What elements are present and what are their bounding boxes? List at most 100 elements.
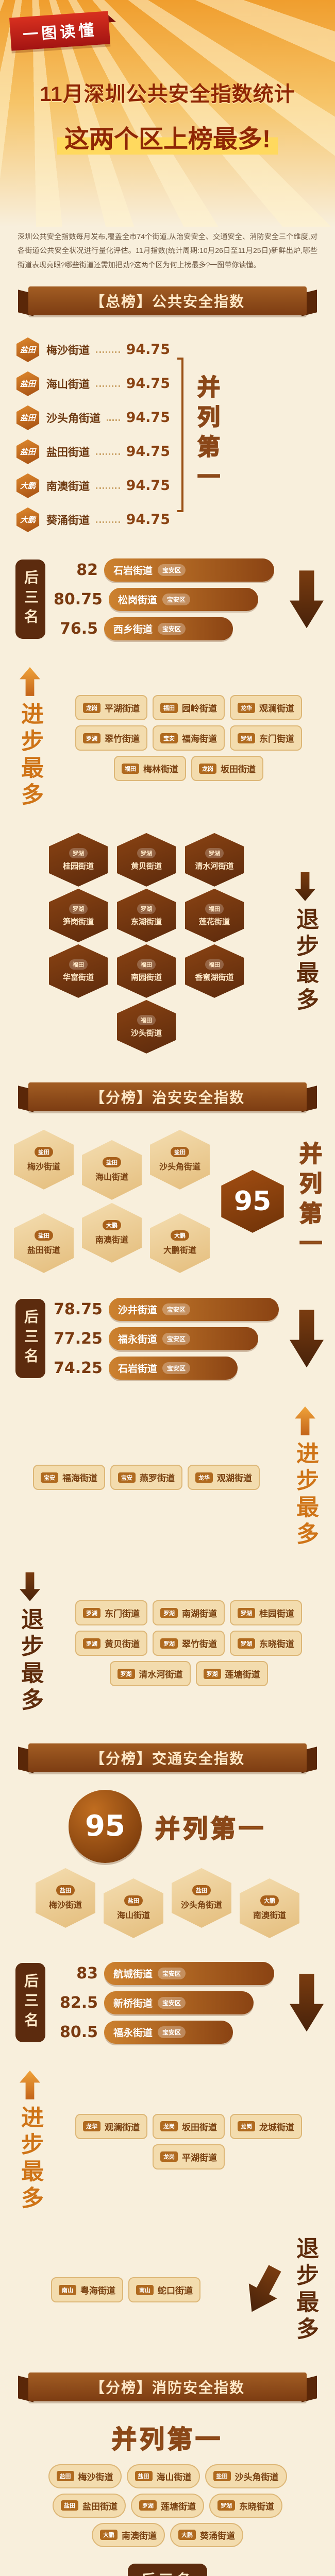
district-tag: 宝安区 — [162, 1362, 190, 1374]
district-hex: 盐田 — [16, 405, 40, 430]
section-banner-text: 【分榜】治安安全指数 — [90, 1089, 245, 1106]
intro-paragraph: 深圳公共安全指数每月发布,覆盖全市74个街道,从治安安全、交通安全、消防安全三个… — [18, 232, 317, 269]
bottom-three-label: 后三名 — [15, 560, 45, 639]
bottom-bar: 航城街道 宝安区 — [104, 1961, 274, 1985]
traffic-tied-first-head: 95 并列第一 — [0, 1785, 335, 1865]
street-name: 笋岗街道 — [62, 918, 94, 927]
street-name: 沙井街道 — [118, 1304, 157, 1316]
district-tag: 罗湖 — [217, 2500, 235, 2511]
street-name: 梅沙街道 — [27, 1163, 60, 1172]
overall-decline-block: 罗湖 桂园街道 罗湖 黄贝街道 罗湖 清水河街道 罗湖 — [0, 825, 335, 1069]
bottom-bar: 石岩街道 宝安区 — [104, 558, 274, 582]
bottom-three-label: 后三名 — [15, 1299, 45, 1379]
improve-item: 龙岗 龙城街道 — [230, 2113, 302, 2139]
decline-label-text: 退步最多 — [293, 2236, 318, 2344]
decline-item: 罗湖 东晓街道 — [230, 1631, 302, 1656]
district-tag: 宝安区 — [158, 622, 186, 635]
street-name: 蛇口街道 — [158, 2286, 193, 2296]
bottom-three-bars: 83 航城街道 宝安区 82.5 新桥街道 宝安区 — [54, 1956, 281, 2050]
improve-item: 龙华 观湖街道 — [188, 1465, 260, 1490]
district-tag: 罗湖 — [69, 904, 88, 914]
tied-first-street-hex: 盐田 海山街道 — [82, 1140, 142, 1200]
tied-first-street-hex: 大鹏 南澳街道 — [240, 1878, 299, 1938]
street-name: 东晓街道 — [239, 2501, 274, 2512]
improve-item: 龙岗 坂田街道 — [153, 2113, 225, 2139]
district-tag: 罗湖 — [238, 1607, 255, 1618]
district-tag: 大鹏 — [260, 1895, 279, 1906]
tied-first-street-pill: 盐田 盐田街道 — [53, 2493, 126, 2518]
street-name: 盐田街道 — [46, 446, 90, 459]
dotted-leader — [96, 516, 120, 523]
district-tag: 宝安区 — [158, 1967, 186, 1979]
decline-item: 罗湖 清水河街道 — [185, 833, 244, 887]
district-hex: 盐田 — [16, 337, 40, 362]
improve-label: 进步最多 — [13, 667, 46, 809]
bottom-score: 82 — [76, 561, 98, 579]
street-name: 福海街道 — [62, 1473, 97, 1484]
street-name: 黄贝街道 — [105, 1639, 140, 1650]
decline-item: 福田 沙头街道 — [116, 999, 176, 1054]
street-name: 福永街道 — [118, 1334, 157, 1345]
street-name: 南澳街道 — [253, 1911, 286, 1921]
street-name: 海山街道 — [116, 1911, 150, 1921]
street-name: 莲塘街道 — [225, 1670, 260, 1680]
decline-item: 罗湖 桂园街道 — [230, 1600, 302, 1626]
title-block: 11月深圳公共安全指数统计 这两个区上榜最多! — [0, 77, 335, 155]
decline-item: 南山 粤海街道 — [51, 2277, 123, 2303]
score-value: 95 — [233, 1185, 272, 1217]
district-hex: 盐田 — [16, 439, 40, 464]
district-tag: 盐田 — [56, 2471, 74, 2482]
street-name: 松岗街道 — [118, 595, 157, 606]
decline-item: 罗湖 南湖街道 — [153, 1600, 225, 1626]
up-arrow-icon — [20, 667, 40, 696]
improve-item: 龙岗 坂田街道 — [191, 756, 263, 782]
street-name: 大鹏街道 — [163, 1246, 196, 1256]
district-tag: 罗湖 — [69, 848, 88, 859]
district-tag: 宝安区 — [158, 1996, 186, 2009]
section-overall-index: 【总榜】公共安全指数 盐田 梅沙街道 94.75 盐田 海山街道 — [0, 286, 335, 1069]
bracket-line — [177, 357, 183, 512]
dotted-leader — [96, 380, 120, 387]
street-name: 福永街道 — [113, 2027, 153, 2039]
district-tag: 福田 — [69, 959, 88, 970]
dotted-leader — [96, 448, 120, 455]
street-name: 莲花街道 — [198, 918, 230, 927]
street-name: 平湖街道 — [182, 2153, 217, 2163]
district-tag: 罗湖 — [160, 1638, 178, 1649]
district-tag: 盐田 — [61, 2500, 78, 2511]
improve-items: 龙华 观澜街道 龙岗 坂田街道 龙岗 龙城街道 龙岗 — [56, 2113, 322, 2170]
overall-tied-first-block: 盐田 梅沙街道 94.75 盐田 海山街道 94.75 盐田 — [0, 328, 335, 545]
decline-label-text: 退步最多 — [18, 1607, 43, 1715]
street-name: 平湖街道 — [105, 704, 140, 714]
district-tag: 龙华 — [195, 1472, 213, 1483]
tied-first-street-hex: 盐田 梅沙街道 — [36, 1868, 95, 1928]
street-name: 新桥街道 — [113, 1998, 153, 2009]
bottom-bar: 西乡街道 宝安区 — [104, 617, 233, 640]
tied-first-street-hex: 大鹏 南澳街道 — [82, 1202, 142, 1263]
improve-items: 龙岗 平湖街道 福田 园岭街道 龙华 观澜街道 罗湖 — [56, 695, 322, 782]
district-tag: 龙岗 — [160, 2121, 178, 2132]
page-title-line2: 这两个区上榜最多! — [57, 118, 278, 155]
district-tag: 盐田 — [20, 414, 36, 423]
security-bottom-three: 后三名 78.75 沙井街道 宝安区 77.25 福永街道 — [0, 1284, 335, 1398]
improve-items: 宝安 福海街道 宝安 燕罗街道 龙华 观湖街道 — [13, 1465, 279, 1490]
street-name: 坂田街道 — [221, 765, 256, 775]
bottom-score: 83 — [76, 1964, 98, 1982]
street-name: 南澳街道 — [122, 2531, 157, 2541]
bottom-three-label: 后三名 — [127, 2563, 207, 2576]
district-tag: 罗湖 — [137, 848, 156, 859]
district-tag: 南山 — [59, 2284, 76, 2295]
tied-first-label: 并列第一 — [155, 1815, 266, 1843]
district-tag: 盐田 — [213, 2471, 231, 2482]
district-tag: 罗湖 — [139, 2500, 157, 2511]
section-traffic-index: 【分榜】交通安全指数 95 并列第一 盐田 梅沙街道 盐田 海山街道 — [0, 1743, 335, 2359]
street-name: 南湖街道 — [182, 1609, 217, 1619]
improve-label-text: 进步最多 — [18, 702, 43, 809]
district-tag: 大鹏 — [100, 2530, 118, 2540]
street-name: 桂园街道 — [62, 862, 94, 871]
street-name: 梅沙街道 — [78, 2472, 113, 2482]
bottom-row: 82.5 新桥街道 宝安区 — [54, 1991, 281, 2014]
street-name: 华富街道 — [62, 973, 94, 982]
district-tag: 福田 — [122, 763, 139, 774]
improve-item: 宝安 福海街道 — [153, 725, 225, 751]
